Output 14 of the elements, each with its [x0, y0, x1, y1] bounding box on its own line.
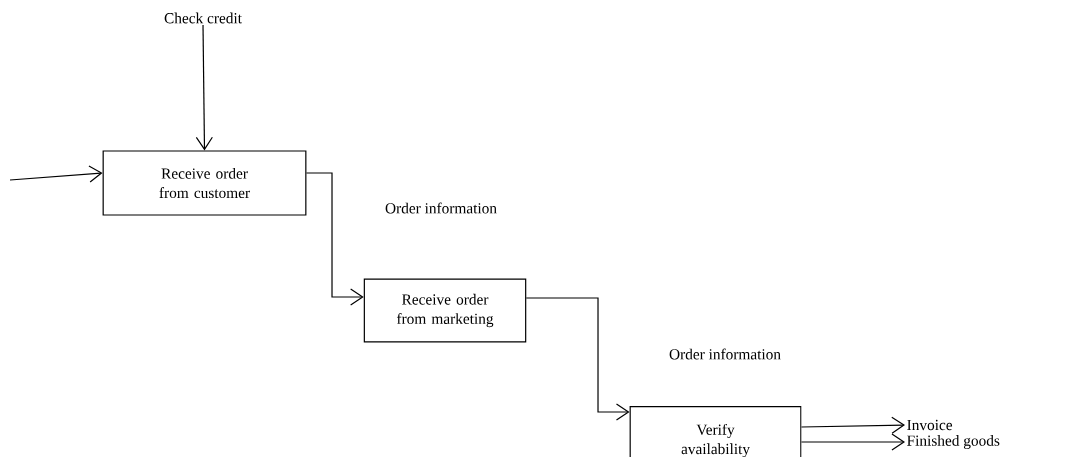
arrow	[9, 165, 103, 183]
edge-label: Order information	[385, 202, 497, 214]
bare-text: Check credit	[164, 12, 242, 24]
arrow	[195, 24, 213, 151]
bare-text: Finished goods	[907, 435, 1000, 449]
bare-text: Invoice	[907, 419, 953, 431]
arrow	[800, 416, 905, 434]
process-box: Verify availability	[629, 406, 802, 457]
arrow	[305, 172, 364, 306]
process-box: Receive order from customer	[102, 150, 307, 216]
arrow	[525, 297, 630, 421]
arrow	[800, 433, 905, 451]
edge-label: Order information	[669, 348, 781, 360]
process-box: Receive order from marketing	[363, 278, 527, 343]
